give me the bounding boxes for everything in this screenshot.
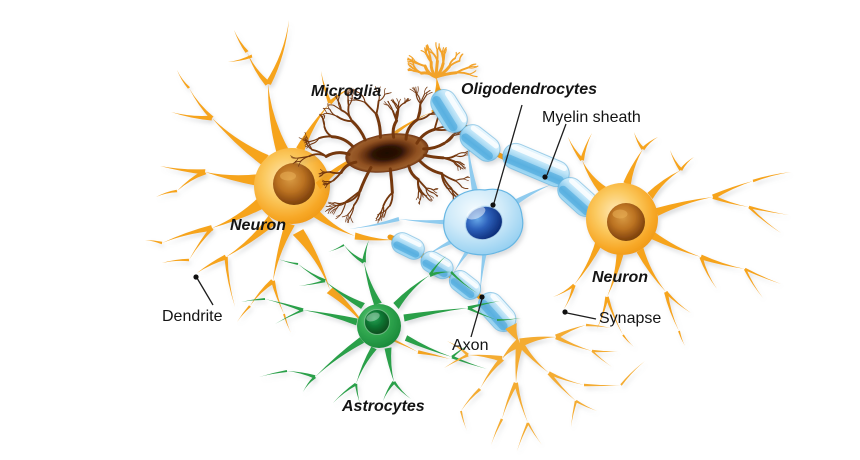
leader-lines xyxy=(193,104,597,338)
oligodendrocytes-label: Oligodendrocytes xyxy=(461,81,598,98)
myelinated-axons xyxy=(387,87,600,336)
right-neuron-figure xyxy=(553,132,791,347)
neuron-right-label: Neuron xyxy=(592,269,648,286)
oligodendrocyte-figure xyxy=(349,136,553,294)
astrocytes-label: Astrocytes xyxy=(342,398,425,415)
axon-terminal-bottom xyxy=(444,322,645,451)
astrocyte-figure xyxy=(241,240,521,404)
dendrite-label: Dendrite xyxy=(162,308,223,325)
axon-label: Axon xyxy=(452,337,489,354)
left-neuron-figure xyxy=(145,20,451,359)
synapse-label: Synapse xyxy=(599,310,662,327)
myelin-sheath-label: Myelin sheath xyxy=(542,109,641,126)
microglia-label: Microglia xyxy=(311,83,382,100)
neuron-left-label: Neuron xyxy=(230,217,286,234)
axon-terminal-top xyxy=(407,42,479,94)
